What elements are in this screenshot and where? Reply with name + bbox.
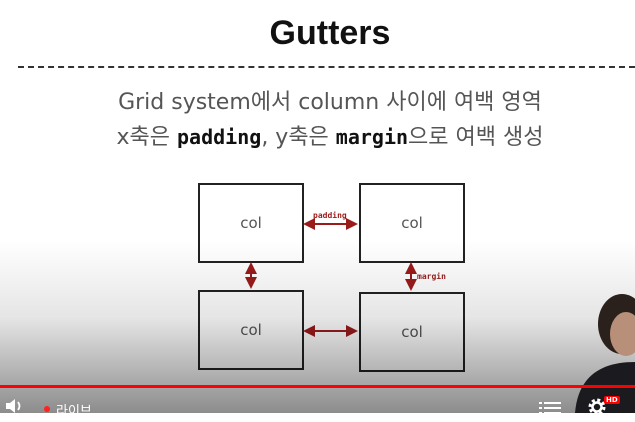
settings-gear-icon[interactable] xyxy=(586,396,608,422)
line2-text-3: 으로 여백 생성 xyxy=(408,125,544,150)
col-box-top-right: col xyxy=(359,183,465,263)
line2-text-1: x축은 xyxy=(116,125,178,150)
line2-text-2: , y축은 xyxy=(261,125,336,150)
col-box-bottom-left: col xyxy=(198,290,304,370)
slide: Gutters Grid system에서 column 사이에 여백 영역 x… xyxy=(0,14,635,372)
player-gradient-overlay xyxy=(0,240,635,413)
slide-line-1: Grid system에서 column 사이에 여백 영역 xyxy=(118,90,542,115)
padding-label: padding xyxy=(313,210,347,220)
col-box-top-left: col xyxy=(198,183,304,263)
title-divider xyxy=(18,66,635,68)
live-label[interactable]: 라이브 xyxy=(56,404,92,419)
hd-badge: HD xyxy=(604,396,620,404)
volume-icon[interactable] xyxy=(4,397,26,419)
code-margin: margin xyxy=(335,125,409,149)
margin-label: margin xyxy=(417,271,446,281)
slide-line-2: x축은 padding, y축은 margin으로 여백 생성 xyxy=(0,119,635,151)
slide-title: Gutters xyxy=(269,14,391,52)
live-indicator-dot xyxy=(44,406,50,412)
presenter-video xyxy=(575,294,635,413)
gutter-arrows: padding margin xyxy=(245,210,446,337)
code-padding: padding xyxy=(177,125,262,149)
progress-fill xyxy=(0,385,635,388)
col-box-bottom-right: col xyxy=(359,292,465,372)
progress-bar[interactable] xyxy=(0,385,635,388)
chapters-icon[interactable] xyxy=(539,400,561,419)
